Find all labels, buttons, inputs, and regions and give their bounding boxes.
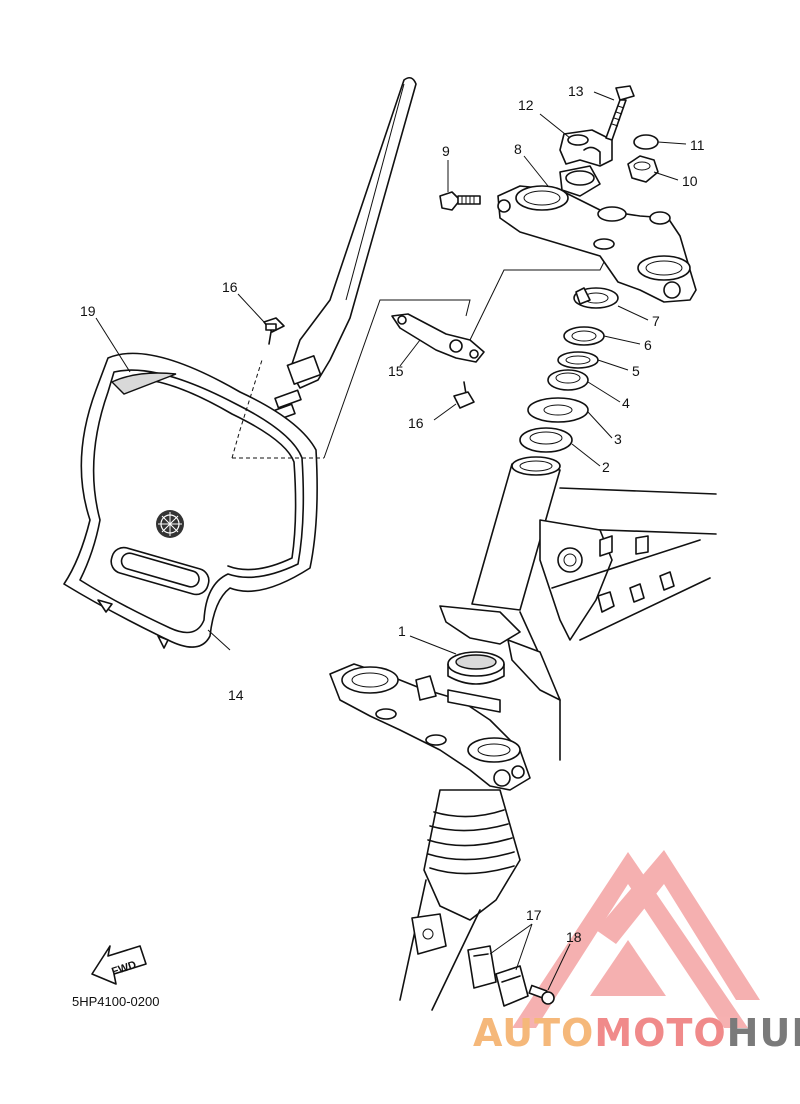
- brand-emblem-icon: [156, 510, 184, 538]
- bolt-16-lower: [453, 381, 475, 409]
- callout-8: 8: [514, 141, 522, 157]
- bolt-9: [439, 191, 481, 211]
- callout-18: 18: [566, 929, 582, 945]
- ring-nut-6: [563, 326, 605, 346]
- callout-13: 13: [568, 83, 584, 99]
- watermark-hub: HUB: [726, 1011, 800, 1055]
- fwd-arrow-icon: FWD: [91, 945, 147, 985]
- callout-9: 9: [442, 143, 450, 159]
- bolt-13: [605, 85, 635, 141]
- callout-7: 7: [652, 313, 660, 329]
- washer-5: [557, 351, 599, 369]
- callout-15: 15: [388, 363, 404, 379]
- bearing-2: [519, 427, 573, 453]
- callout-3: 3: [614, 431, 622, 447]
- clamp-17-a: [467, 945, 497, 989]
- callout-10: 10: [682, 173, 698, 189]
- callout-2: 2: [602, 459, 610, 475]
- watermark-auto: AUTO: [473, 1011, 595, 1055]
- bolt-16-upper: [263, 317, 285, 345]
- callout-19: 19: [80, 303, 96, 319]
- cap-11: [633, 134, 659, 150]
- callout-16-upper: 16: [222, 279, 238, 295]
- nut-10: [627, 155, 659, 183]
- callout-14: 14: [228, 687, 244, 703]
- callout-16-lower: 16: [408, 415, 424, 431]
- callout-6: 6: [644, 337, 652, 353]
- callout-1: 1: [398, 623, 406, 639]
- clamp-17-b: [495, 965, 529, 1007]
- diagram-code: 5HP4100-0200: [72, 994, 159, 1009]
- callout-5: 5: [632, 363, 640, 379]
- upper-bracket-8: [497, 165, 697, 303]
- watermark-logo: [512, 850, 760, 1028]
- frame-head-tube: [439, 456, 717, 761]
- watermark-moto: MOTO: [594, 1011, 727, 1055]
- callout-4: 4: [622, 395, 630, 411]
- bracket-15: [391, 313, 485, 363]
- handlebar-clamp-12: [559, 129, 613, 167]
- number-plate: [63, 76, 417, 649]
- callout-11: 11: [690, 137, 705, 153]
- bolt-18: [528, 984, 555, 1005]
- lower-bracket: [329, 663, 531, 791]
- watermark-text: AUTOMOTOHUB: [473, 1014, 800, 1052]
- callout-labels: 1 2 3 4 5 6 7 8 9 10 11 12 13 14 15 16 1…: [80, 83, 705, 945]
- leader-lines: [95, 91, 687, 991]
- bearing-1: [447, 651, 505, 685]
- callout-12: 12: [518, 97, 534, 113]
- fork-tube: [399, 789, 521, 1011]
- callout-17: 17: [526, 907, 542, 923]
- ring-nut-4: [547, 369, 589, 391]
- washer-7: [573, 287, 619, 309]
- seal-3: [527, 397, 589, 423]
